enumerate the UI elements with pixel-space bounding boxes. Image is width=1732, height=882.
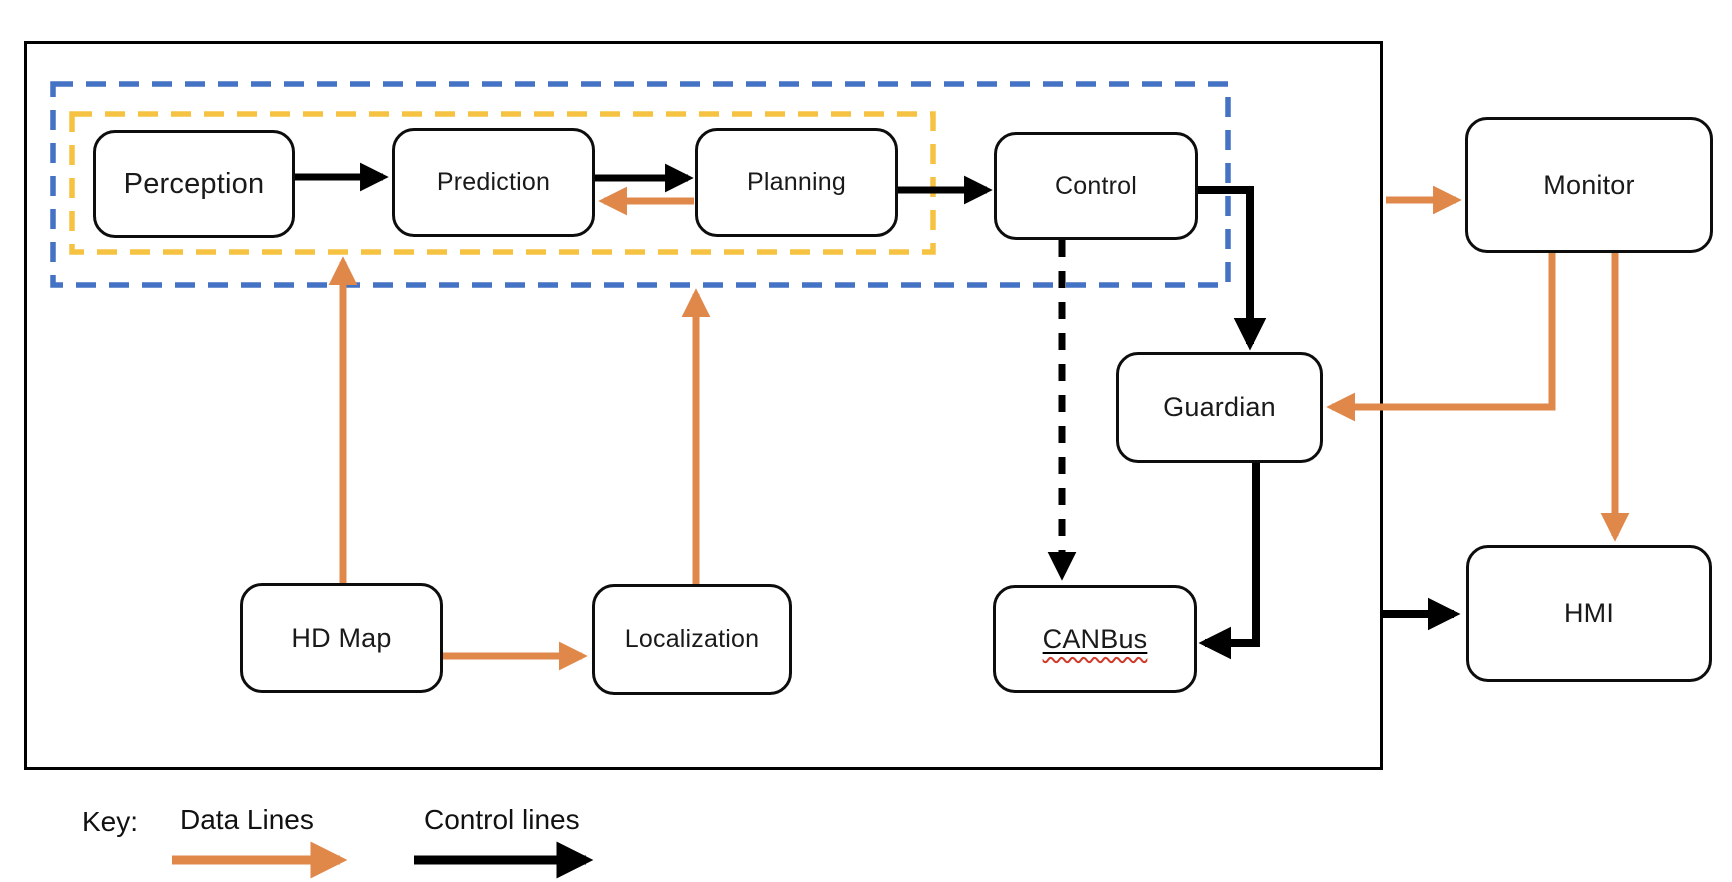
node-prediction: Prediction <box>392 128 595 237</box>
node-monitor: Monitor <box>1465 117 1713 253</box>
node-control-label: Control <box>1055 171 1137 200</box>
node-localization-label: Localization <box>624 625 760 653</box>
node-planning: Planning <box>695 128 898 237</box>
node-guardian: Guardian <box>1116 352 1323 463</box>
node-localization: Localization <box>592 584 792 695</box>
node-monitor-label: Monitor <box>1543 169 1635 200</box>
node-perception-label: Perception <box>123 167 265 200</box>
node-planning-label: Planning <box>747 168 846 196</box>
node-canbus-label: CANBus <box>1042 623 1148 654</box>
node-prediction-label: Prediction <box>436 168 551 196</box>
legend-data-lines-label: Data Lines <box>180 804 314 835</box>
node-hd-map-label: HD Map <box>291 622 392 653</box>
legend-control-lines-label: Control lines <box>424 804 580 835</box>
node-canbus: CANBus <box>993 585 1197 693</box>
node-hd-map: HD Map <box>240 583 443 693</box>
node-guardian-label: Guardian <box>1163 392 1276 422</box>
node-control: Control <box>994 132 1198 240</box>
node-canbus-underline: CANBus <box>1043 624 1148 655</box>
node-hmi-label: HMI <box>1563 598 1615 628</box>
node-hmi: HMI <box>1466 545 1712 682</box>
node-perception: Perception <box>93 130 295 238</box>
legend-title: Key: <box>82 806 139 837</box>
